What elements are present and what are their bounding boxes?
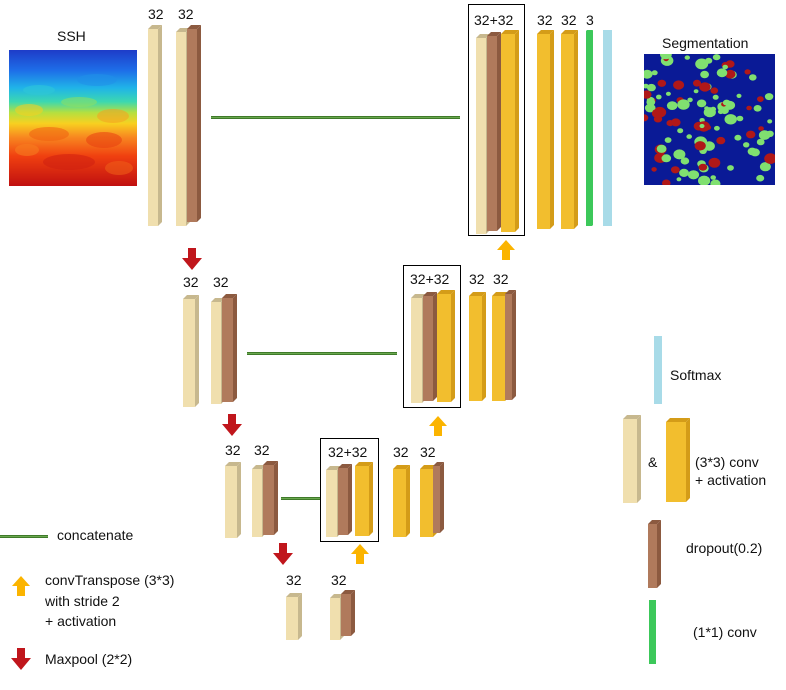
legend-conv1x1-swatch: [649, 600, 656, 664]
ssh-heatmap-image: [9, 50, 137, 186]
conv-block-dec3a: [393, 465, 410, 537]
conv-block-enc1a: [148, 25, 162, 226]
softmax-block-out: [603, 30, 612, 226]
dropout-block-dec2: [423, 292, 437, 401]
legend-concatenate-label: concatenate: [57, 527, 134, 543]
conv-block-dec1b: [561, 30, 578, 229]
channel-label: 32: [148, 6, 164, 22]
upconv-block-dec1: [501, 30, 519, 232]
channel-label-concat: 32+32: [328, 444, 368, 460]
segmentation-title: Segmentation: [662, 35, 749, 51]
concat-box-level1: [468, 4, 525, 236]
dropout-block-dec2-tail: [505, 290, 516, 400]
upconv-arrow-1: [497, 240, 515, 260]
legend-conv-light-block: [623, 415, 641, 503]
segmentation-image: [644, 54, 775, 185]
channel-label-concat: 32+32: [474, 12, 514, 28]
legend-ampersand: &: [648, 454, 658, 470]
channel-label: 32: [213, 274, 229, 290]
legend-upconv-arrow: [12, 576, 30, 596]
skip-connection-level2: [247, 352, 397, 355]
concat-box-level3: [320, 438, 379, 542]
dropout-block-enc3: [263, 461, 278, 535]
maxpool-arrow-2: [222, 414, 242, 436]
legend-concatenate-line: [0, 535, 48, 538]
upconv-arrow-2: [429, 416, 447, 436]
dropout-block-dec1: [487, 32, 501, 231]
legend-dropout-block: [648, 520, 661, 588]
channel-label: 32: [331, 572, 347, 588]
dropout-block-dec3-tail: [433, 462, 444, 533]
dropout-block-enc1: [187, 25, 201, 222]
maxpool-arrow-3: [273, 543, 293, 565]
concat-box-level2: [403, 265, 461, 408]
legend-convtranspose-line2: with stride 2: [45, 593, 120, 609]
channel-label: 32: [393, 444, 409, 460]
legend-softmax-swatch: [654, 336, 662, 404]
legend-conv1x1-label: (1*1) conv: [693, 624, 757, 640]
channel-label: 32: [561, 12, 577, 28]
conv-block-enc3a: [225, 462, 241, 538]
legend-maxpool-arrow: [11, 648, 31, 670]
channel-label: 32: [286, 572, 302, 588]
dropout-block-bottom: [341, 590, 355, 636]
upconv-arrow-3: [351, 544, 369, 564]
legend-maxpool-label: Maxpool (2*2): [45, 651, 133, 667]
legend-conv-line2: + activation: [695, 472, 767, 488]
skip-connection-level1: [211, 116, 460, 119]
legend-convtranspose-line3: + activation: [45, 613, 117, 629]
legend-dropout-label: dropout(0.2): [686, 540, 763, 556]
channel-label: 32: [420, 444, 436, 460]
channel-label: 32: [225, 442, 241, 458]
dropout-block-enc2: [222, 294, 237, 402]
maxpool-arrow-1: [182, 248, 202, 270]
legend-conv-line1: (3*3) conv: [695, 454, 759, 470]
channel-label: 32: [469, 271, 485, 287]
conv-block-enc2a: [183, 295, 199, 407]
legend-convtranspose-line1: convTranspose (3*3): [45, 572, 175, 588]
channel-label: 32: [537, 12, 553, 28]
conv1x1-block-out: [586, 30, 593, 226]
channel-label: 32: [178, 6, 194, 22]
legend-conv-yellow-block: [666, 418, 690, 502]
upconv-block-dec3: [355, 462, 373, 536]
legend-softmax-label: Softmax: [670, 367, 722, 383]
channel-label-concat: 32+32: [410, 271, 450, 287]
channel-label: 32: [183, 274, 199, 290]
channel-label: 3: [586, 12, 594, 28]
channel-label: 32: [493, 271, 509, 287]
skip-connection-level3: [281, 497, 321, 500]
channel-label: 32: [254, 442, 270, 458]
conv-block-dec2a: [469, 292, 486, 401]
conv-block-dec1a: [537, 30, 554, 229]
dropout-block-dec3: [338, 464, 352, 535]
conv-block-bottom-a: [286, 593, 302, 640]
upconv-block-dec2: [437, 290, 455, 402]
ssh-title: SSH: [57, 28, 86, 44]
